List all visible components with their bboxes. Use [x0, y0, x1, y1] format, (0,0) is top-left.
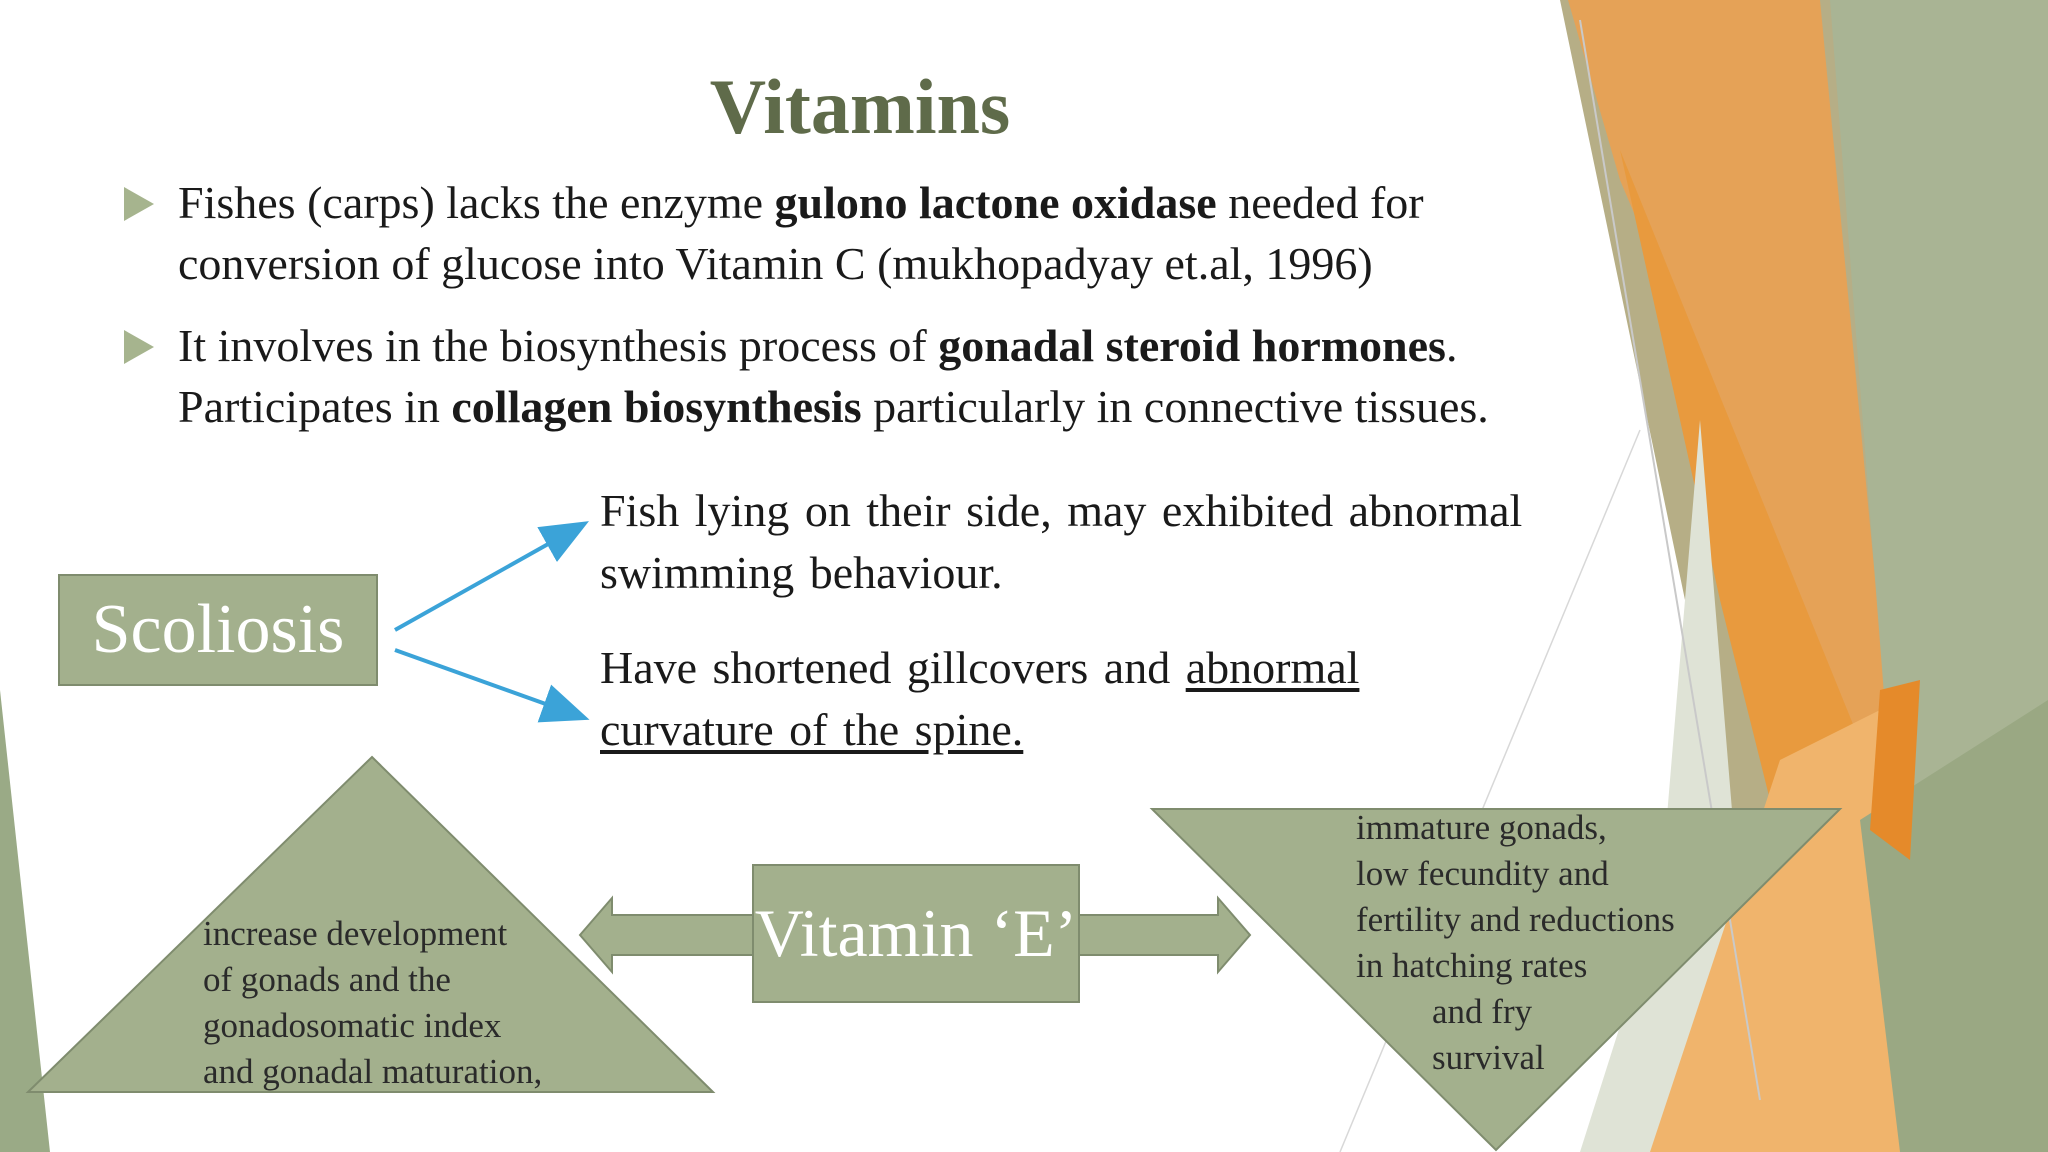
- scoliosis-label: Scoliosis: [91, 591, 345, 668]
- bullet-2-line-1: It involves in the biosynthesis process …: [178, 320, 1458, 371]
- scoliosis-effect-1-line-2: swimming behaviour.: [600, 547, 1003, 598]
- arrow-to-effect-1: [394, 521, 589, 632]
- left-line-3: gonadosomatic index: [203, 1006, 502, 1045]
- triangle-right-icon: [124, 330, 154, 364]
- scoliosis-effect-2: Have shortened gillcovers and abnormal c…: [600, 637, 1700, 761]
- deco-right-deep-orange: [1870, 680, 1920, 860]
- scoliosis-effect-1-line-1: Fish lying on their side, may exhibited …: [600, 485, 1523, 536]
- right-line-3: fertility and reductions: [1356, 900, 1675, 939]
- deco-line: [1579, 19, 1761, 1101]
- scoliosis-effect-2-line-1: Have shortened gillcovers and abnormal: [600, 642, 1360, 693]
- bullet-1-line-2: conversion of glucose into Vitamin C (mu…: [178, 238, 1373, 289]
- right-triangle-text: immature gonads, low fecundity and ferti…: [1356, 805, 1776, 1081]
- triangle-right-icon: [124, 187, 154, 221]
- left-line-1: increase development: [203, 914, 508, 953]
- vitamin-e-label: Vitamin ‘E’: [754, 895, 1078, 971]
- right-line-4: in hatching rates: [1356, 946, 1588, 985]
- bullet-2-line-2: Participates in collagen biosynthesis pa…: [178, 381, 1489, 432]
- bullet-2: It involves in the biosynthesis process …: [178, 315, 1698, 437]
- right-line-2: low fecundity and: [1356, 854, 1609, 893]
- bullet-1: Fishes (carps) lacks the enzyme gulono l…: [178, 172, 1678, 294]
- right-line-1: immature gonads,: [1356, 808, 1607, 847]
- right-line-5: and fry: [1432, 992, 1533, 1031]
- bullet-1-line-1: Fishes (carps) lacks the enzyme gulono l…: [178, 177, 1424, 228]
- arrow-to-effect-2: [394, 648, 590, 723]
- scoliosis-effect-1: Fish lying on their side, may exhibited …: [600, 480, 1700, 604]
- slide-title: Vitamins: [709, 63, 1011, 150]
- left-triangle-text: increase development of gonads and the g…: [203, 911, 623, 1095]
- right-triangle: [1149, 808, 1843, 1152]
- deco-right-light-orange: [1650, 700, 1920, 1152]
- right-line-6: survival: [1432, 1038, 1545, 1077]
- left-line-2: of gonads and the: [203, 960, 451, 999]
- scoliosis-effect-2-line-2: curvature of the spine.: [600, 704, 1024, 755]
- left-triangle: [25, 755, 716, 1093]
- deco-left-sage: [0, 690, 50, 1152]
- vitamin-e-box: Vitamin ‘E’: [752, 864, 1080, 1003]
- deco-right-orange-top: [1568, 0, 1900, 840]
- scoliosis-box: Scoliosis: [58, 574, 378, 686]
- left-line-4: and gonadal maturation,: [203, 1052, 543, 1091]
